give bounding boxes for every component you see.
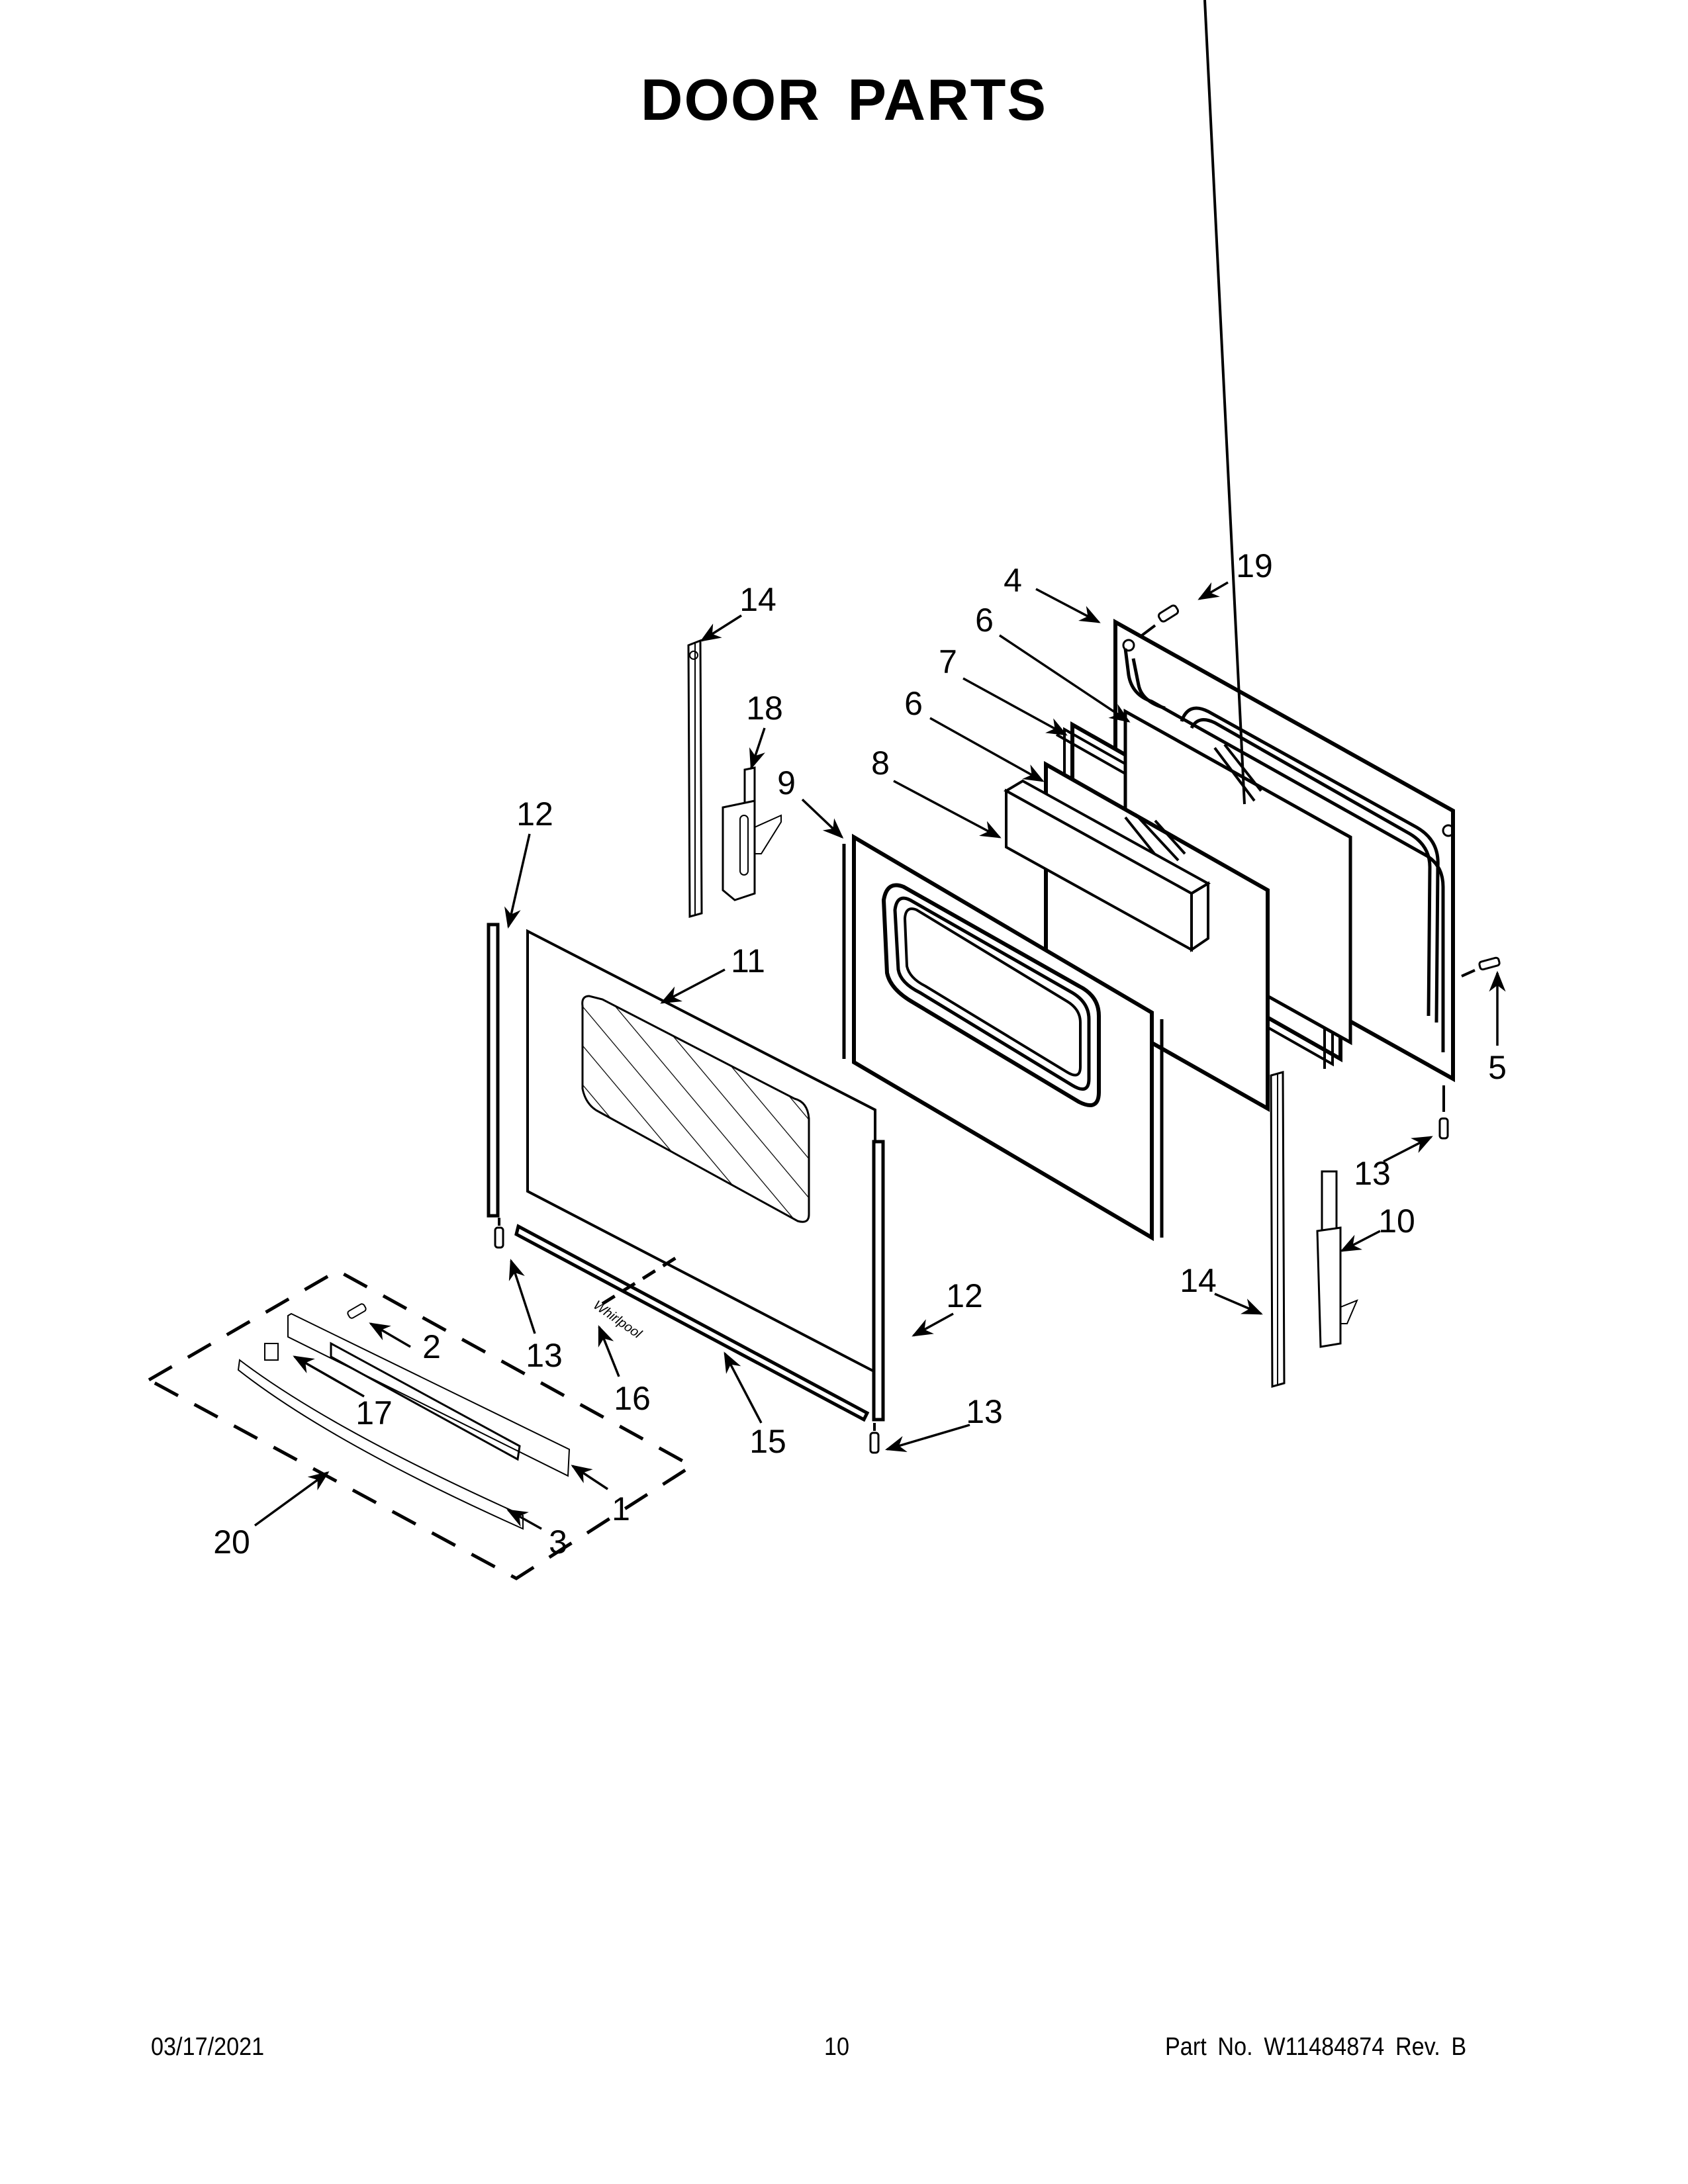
callout-label-c8: 8 bbox=[871, 745, 890, 782]
callout-label-c10: 10 bbox=[1378, 1203, 1415, 1240]
part-9-inner-door bbox=[842, 833, 1164, 1242]
part-2-screw bbox=[347, 1303, 367, 1319]
callout-label-c13b: 13 bbox=[526, 1337, 563, 1374]
footer-date: 03/17/2021 bbox=[151, 2033, 265, 2061]
callout-label-c12b: 12 bbox=[946, 1277, 983, 1314]
part-17-clip bbox=[264, 1343, 279, 1361]
part-18-hinge-left bbox=[722, 766, 782, 901]
leader-arrows bbox=[254, 581, 1506, 1530]
part-12-side-trim-right bbox=[872, 1140, 885, 1422]
callout-label-c16: 16 bbox=[614, 1380, 651, 1417]
callout-label-c3: 3 bbox=[549, 1524, 567, 1561]
part-14-hinge-channel-right bbox=[1270, 1071, 1286, 1388]
footer-page-number: 10 bbox=[824, 2033, 850, 2061]
callout-label-c15: 15 bbox=[749, 1423, 786, 1460]
part-10-hinge-right bbox=[1316, 1170, 1358, 1348]
part-13-screw-bottom bbox=[869, 1423, 880, 1454]
part-12-side-trim-left bbox=[487, 923, 500, 1218]
svg-text:Whirlpool: Whirlpool bbox=[590, 1298, 644, 1342]
part-11-outer-door-panel bbox=[526, 929, 876, 1375]
callout-label-c19: 19 bbox=[1236, 547, 1273, 584]
part-1-control-panel bbox=[287, 1312, 571, 1477]
callout-label-c5: 5 bbox=[1488, 1049, 1507, 1086]
part-14-hinge-channel-left bbox=[687, 639, 703, 918]
callout-label-c13c: 13 bbox=[966, 1393, 1003, 1430]
callout-label-c9: 9 bbox=[777, 764, 796, 801]
part-19-screw bbox=[1141, 604, 1180, 637]
callout-label-c7: 7 bbox=[939, 643, 957, 680]
callout-label-c18: 18 bbox=[746, 690, 783, 727]
part-13-screw-left bbox=[494, 1218, 504, 1249]
page-title: DOOR PARTS bbox=[640, 67, 1048, 132]
callout-label-c4: 4 bbox=[1004, 562, 1022, 599]
part-3-handle-trim bbox=[237, 1359, 524, 1530]
callout-label-c2: 2 bbox=[422, 1328, 441, 1365]
part-5-screw bbox=[1461, 956, 1501, 978]
part-8-insulation bbox=[1003, 779, 1211, 952]
callout-label-c1: 1 bbox=[612, 1490, 630, 1527]
callout-label-c17: 17 bbox=[355, 1394, 393, 1432]
callout-label-c20: 20 bbox=[213, 1524, 250, 1561]
part-13-screw-right bbox=[1438, 1085, 1449, 1140]
callout-label-c6b: 6 bbox=[904, 685, 923, 722]
callout-label-c14a: 14 bbox=[739, 581, 776, 618]
callout-label-c14b: 14 bbox=[1180, 1262, 1217, 1299]
callout-label-c12a: 12 bbox=[516, 796, 553, 833]
footer-part-number: Part No. W11484874 Rev. B bbox=[1165, 2033, 1467, 2061]
callout-label-c11: 11 bbox=[731, 942, 765, 979]
part-15-bottom-trim bbox=[514, 1224, 870, 1422]
callout-label-c13a: 13 bbox=[1354, 1155, 1391, 1192]
callout-label-c6a: 6 bbox=[975, 602, 994, 639]
part-20-assembly-boundary bbox=[145, 1269, 695, 1580]
